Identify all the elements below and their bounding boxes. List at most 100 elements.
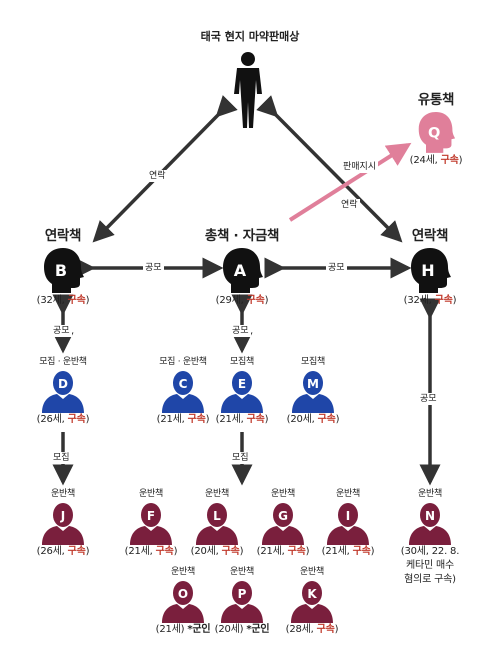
node-info: (26세, 구속) bbox=[36, 414, 90, 425]
head-silhouette-icon: H bbox=[411, 248, 451, 293]
node-role: 연락책 bbox=[411, 228, 449, 244]
node-O: 운반책 O (21세) *군인 bbox=[133, 566, 233, 637]
node-letter: E bbox=[238, 377, 246, 391]
bust-silhouette-icon: M bbox=[292, 371, 334, 413]
node-L: 운반책 L (20세, 구속) bbox=[167, 488, 267, 559]
edge-label-conspire-hn: 공모 bbox=[418, 393, 439, 405]
standing-person-icon bbox=[234, 52, 262, 128]
node-A: 총책 · 자금책 A (29세, 구속) bbox=[192, 226, 292, 308]
node-letter: L bbox=[213, 509, 221, 523]
node-info: (21세) *군인 bbox=[155, 624, 211, 635]
node-role: 총책 · 자금책 bbox=[204, 228, 280, 244]
node-K: 운반책 K (28세, 구속) bbox=[262, 566, 362, 637]
node-Q: 유통책 Q (24세, 구속) bbox=[386, 90, 486, 168]
node-letter: O bbox=[178, 587, 188, 601]
node-info: (24세, 구속) bbox=[409, 155, 463, 166]
node-info: (21세, 구속) bbox=[321, 546, 375, 557]
top-figure-title: 태국 현지 마약판매상 bbox=[200, 30, 300, 43]
bust-silhouette-icon: E bbox=[221, 371, 263, 413]
node-role: 모집 · 운반책 bbox=[159, 357, 207, 367]
node-letter: C bbox=[179, 377, 188, 391]
node-letter: G bbox=[278, 509, 288, 523]
bust-silhouette-icon: D bbox=[42, 371, 84, 413]
node-role: 운반책 bbox=[51, 489, 75, 499]
node-letter: F bbox=[147, 509, 155, 523]
node-role: 운반책 bbox=[205, 489, 229, 499]
bust-silhouette-icon: I bbox=[327, 503, 369, 545]
node-E: 모집책 E (21세, 구속) bbox=[192, 356, 292, 427]
node-role: 운반책 bbox=[271, 489, 295, 499]
node-role: 모집책 bbox=[230, 357, 254, 367]
node-info: (21세, 구속) bbox=[124, 546, 178, 557]
node-info: (21세, 구속) bbox=[256, 546, 310, 557]
edge-label-sale-order: 판매지시 bbox=[341, 161, 379, 173]
node-letter: Q bbox=[428, 125, 440, 141]
node-role: 운반책 bbox=[139, 489, 163, 499]
node-info-line2: 케타민 매수 bbox=[406, 560, 454, 571]
edge-top-h bbox=[256, 95, 403, 243]
edge-label-conspire-bd: 공모 bbox=[51, 325, 72, 337]
bust-silhouette-icon: N bbox=[409, 503, 451, 545]
node-info: (20세) *군인 bbox=[214, 624, 270, 635]
node-info: (26세, 구속) bbox=[36, 546, 90, 557]
node-P: 운반책 P (20세) *군인 bbox=[192, 566, 292, 637]
node-D: 모집 · 운반책 D (26세, 구속) bbox=[13, 356, 113, 427]
bust-silhouette-icon: G bbox=[262, 503, 304, 545]
node-info: (29세, 구속) bbox=[215, 295, 269, 306]
node-role: 운반책 bbox=[171, 567, 195, 577]
bust-silhouette-icon: K bbox=[291, 581, 333, 623]
edge-label-recruit-el: 모집 bbox=[230, 452, 251, 464]
node-letter: M bbox=[307, 377, 319, 391]
node-info-line3: 혐의로 구속) bbox=[404, 574, 456, 585]
node-N: 운반책 N (30세, 22. 8. 케타민 매수 혐의로 구속) bbox=[380, 488, 480, 587]
node-role: 운반책 bbox=[418, 489, 442, 499]
node-G: 운반책 G (21세, 구속) bbox=[233, 488, 333, 559]
node-info: (32세, 구속) bbox=[403, 295, 457, 306]
node-letter: A bbox=[234, 261, 247, 280]
node-letter: N bbox=[425, 509, 435, 523]
node-B: 연락책 B (32세, 구속) bbox=[13, 226, 113, 308]
node-letter: K bbox=[307, 587, 317, 601]
node-I: 운반책 I (21세, 구속) bbox=[298, 488, 398, 559]
node-role: 운반책 bbox=[300, 567, 324, 577]
edge-a-q bbox=[288, 142, 412, 222]
edge-label-conspire-ae: 공모 bbox=[230, 325, 251, 337]
head-silhouette-icon: B bbox=[44, 248, 84, 293]
node-info: (21세, 구속) bbox=[215, 414, 269, 425]
bust-silhouette-icon: F bbox=[130, 503, 172, 545]
edge-label-conspire-ba: 공모 bbox=[143, 262, 164, 274]
bust-silhouette-icon: L bbox=[196, 503, 238, 545]
node-info: (21세, 구속) bbox=[156, 414, 210, 425]
node-info: (32세, 구속) bbox=[36, 295, 90, 306]
edge-label-recruit-dj: 모집 bbox=[51, 452, 72, 464]
node-F: 운반책 F (21세, 구속) bbox=[101, 488, 201, 559]
node-letter: B bbox=[55, 261, 67, 280]
node-letter: P bbox=[238, 587, 247, 601]
node-H: 연락책 H (32세, 구속) bbox=[380, 226, 480, 308]
node-role: 연락책 bbox=[44, 228, 82, 244]
node-role: 유통책 bbox=[417, 92, 455, 108]
node-role: 모집 · 운반책 bbox=[39, 357, 87, 367]
head-silhouette-icon: A bbox=[223, 248, 263, 293]
node-letter: H bbox=[421, 261, 434, 280]
node-C: 모집 · 운반책 C (21세, 구속) bbox=[133, 356, 233, 427]
node-J: 운반책 J (26세, 구속) bbox=[13, 488, 113, 559]
node-role: 모집책 bbox=[301, 357, 325, 367]
node-info: (20세, 구속) bbox=[190, 546, 244, 557]
bust-silhouette-icon: O bbox=[162, 581, 204, 623]
node-M: 모집책 M (20세, 구속) bbox=[263, 356, 363, 427]
node-info: (20세, 구속) bbox=[286, 414, 340, 425]
node-letter: D bbox=[58, 377, 68, 391]
node-role: 운반책 bbox=[336, 489, 360, 499]
edge-label-contact-right: 연락 bbox=[339, 199, 360, 211]
edge-label-conspire-ah: 공모 bbox=[326, 262, 347, 274]
node-info: (28세, 구속) bbox=[285, 624, 339, 635]
bust-silhouette-icon: P bbox=[221, 581, 263, 623]
head-silhouette-icon: Q bbox=[418, 112, 456, 153]
node-letter: J bbox=[60, 509, 65, 523]
node-info-line1: (30세, 22. 8. bbox=[400, 546, 460, 557]
bust-silhouette-icon: J bbox=[42, 503, 84, 545]
edge-label-contact-left: 연락 bbox=[147, 170, 168, 182]
node-role: 운반책 bbox=[230, 567, 254, 577]
